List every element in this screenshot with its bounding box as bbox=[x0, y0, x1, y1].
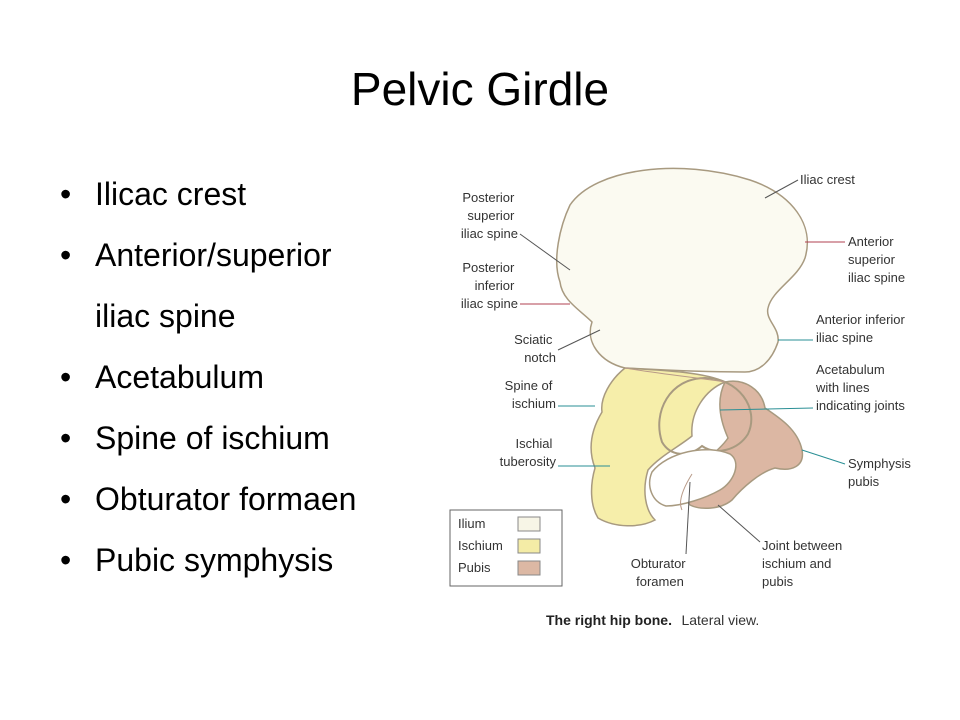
bullet-dot: • bbox=[60, 481, 72, 517]
bullet-item: • Obturator formaen bbox=[60, 483, 356, 544]
label-sciatic-notch: Sciatic notch bbox=[514, 332, 556, 365]
label-obturator-foramen: Obturator foramen bbox=[631, 556, 690, 589]
bullet-item: • Ilicac crest bbox=[60, 178, 356, 239]
ilium-region bbox=[555, 167, 809, 373]
figure-caption: The right hip bone. Lateral view. bbox=[546, 612, 759, 629]
bullet-text: Obturator formaen bbox=[95, 481, 357, 517]
bullet-item: • Pubic symphysis bbox=[60, 544, 356, 605]
bullet-text: Anterior/superior bbox=[95, 237, 332, 273]
joint-line bbox=[624, 367, 726, 383]
bullet-dot: • bbox=[60, 359, 72, 395]
slide-title: Pelvic Girdle bbox=[350, 63, 610, 115]
bullet-continuation: iliac spine bbox=[60, 300, 356, 361]
obturator-foramen bbox=[648, 448, 737, 507]
bullet-dot: • bbox=[60, 542, 72, 578]
bullet-item: • Acetabulum bbox=[60, 361, 356, 422]
legend-swatch-ischium bbox=[517, 538, 541, 554]
leader-line bbox=[519, 233, 571, 271]
leader-line bbox=[719, 407, 814, 411]
joint-line bbox=[679, 473, 693, 511]
bullet-text: Pubic symphysis bbox=[95, 542, 334, 578]
legend-label: Ilium bbox=[458, 516, 485, 531]
label-iliac-crest: Iliac crest bbox=[800, 172, 855, 187]
bullet-dot: • bbox=[60, 420, 72, 456]
legend-swatch-pubis bbox=[517, 560, 541, 576]
bullet-list: • Ilicac crest • Anterior/superior iliac s… bbox=[60, 178, 356, 605]
leader-line bbox=[801, 449, 846, 465]
leader-line bbox=[764, 179, 799, 199]
label-symphysis-pubis: Symphysis pubis bbox=[848, 456, 914, 489]
bullet-text: iliac spine bbox=[95, 298, 236, 334]
bullet-text: Ilicac crest bbox=[95, 176, 247, 212]
label-joint-between-ischium-and-pubis: Joint between ischium and pubis bbox=[762, 538, 846, 589]
label-anterior-inferior-iliac-spine: Anterior inferior iliac spine bbox=[816, 312, 909, 345]
label-anterior-superior-iliac-spine: Anterior superior iliac spine bbox=[848, 234, 905, 285]
label-posterior-superior-iliac-spine: Posterior superior iliac spine bbox=[461, 190, 518, 241]
bullet-text: Acetabulum bbox=[95, 359, 264, 395]
legend-label: Pubis bbox=[458, 560, 491, 575]
legend-label: Ischium bbox=[458, 538, 503, 553]
label-ischial-tuberosity: Ischial tuberosity bbox=[500, 436, 557, 469]
leader-line bbox=[685, 481, 691, 555]
label-spine-of-ischium: Spine of ischium bbox=[505, 378, 556, 411]
bullet-dot: • bbox=[60, 237, 72, 273]
bullet-dot: • bbox=[60, 176, 72, 212]
bullet-text: Spine of ischium bbox=[95, 420, 330, 456]
label-acetabulum: Acetabulum with lines indicating joints bbox=[815, 362, 905, 413]
leader-line bbox=[717, 504, 761, 543]
label-posterior-inferior-iliac-spine: Posterior inferior iliac spine bbox=[461, 260, 518, 311]
bullet-item: • Anterior/superior bbox=[60, 239, 356, 300]
bullet-item: • Spine of ischium bbox=[60, 422, 356, 483]
hip-bone-figure: Posterior superior iliac spine Posterior… bbox=[420, 150, 940, 640]
legend-box bbox=[449, 509, 563, 587]
leader-line bbox=[557, 329, 601, 351]
legend-swatch-ilium bbox=[517, 516, 541, 532]
hip-bone-diagram: Posterior superior iliac spine Posterior… bbox=[449, 167, 914, 629]
